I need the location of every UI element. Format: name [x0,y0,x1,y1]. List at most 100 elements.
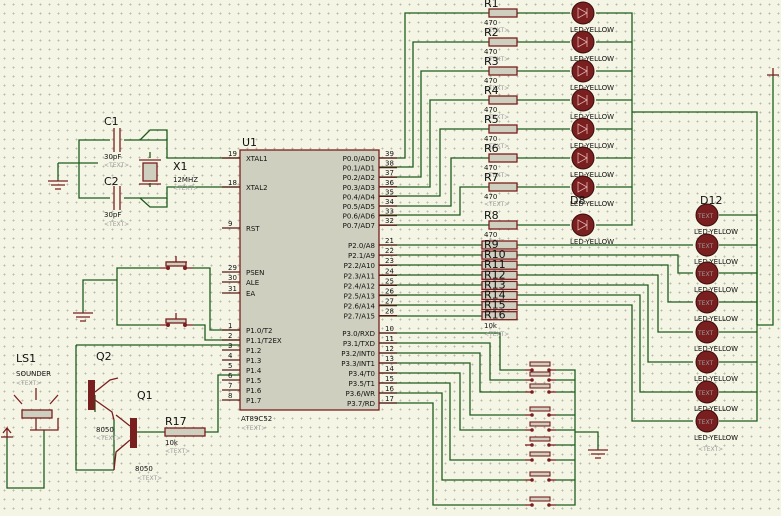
pin-label: P1.0/T2 [246,327,272,335]
pin-label: EA [246,290,255,298]
resistor-ref: R6 [484,142,499,155]
led-bank1-item[interactable]: LED-YELLOW [570,175,614,208]
led-bank1-item[interactable]: LED-YELLOW [570,1,614,34]
key-button[interactable] [525,383,556,394]
pin-number: 25 [385,277,394,285]
resistor-value: 470 [484,48,497,56]
resistor-r13[interactable]: R13 [481,278,518,291]
sounder-text: <TEXT> [16,380,41,387]
sounder-ls1[interactable]: LS1 SOUNDER <TEXT> [13,352,59,431]
resistor-r16[interactable]: R16 [481,309,518,322]
resistor-r10[interactable]: R10 [481,248,518,261]
pin-label: ALE [246,279,259,287]
resistor-r14[interactable]: R14 [481,289,518,302]
led-label: LED-YELLOW [570,200,614,208]
resistor-r12[interactable]: R12 [481,268,518,281]
capacitor-c2[interactable]: C2 30pF <TEXT> [104,175,129,228]
resistor-r17[interactable]: R17 10k <TEXT> [164,415,206,455]
pin-number: 38 [385,160,394,168]
mcu-pin-2[interactable]: 2P1.1/T2EX [222,332,282,345]
key-button[interactable] [525,496,556,507]
mcu-pin-6[interactable]: 6P1.5 [222,372,261,385]
key-button[interactable] [525,421,556,432]
mcu-pin-3[interactable]: 3P1.2 [222,342,261,355]
led-bank1-item[interactable]: LED-YELLOW [570,88,614,121]
resistor-r11[interactable]: R11 [481,258,518,271]
key-button[interactable] [525,361,556,372]
pin-number: 19 [228,150,237,158]
mcu-pin-5[interactable]: 5P1.4 [222,362,262,375]
crystal-x1[interactable]: X1 12MHZ <TEXT> [139,159,198,192]
mcu-pin-4[interactable]: 4P1.3 [222,352,261,365]
transistor-q2[interactable]: Q2 8050 <TEXT> [88,350,121,442]
mcu-pin-7[interactable]: 7P1.6 [222,382,262,395]
resistor-r9[interactable]: R9 [481,238,518,251]
key-button[interactable] [525,406,556,417]
led-bank1-item[interactable]: LED-YELLOW [570,117,614,150]
key-button[interactable] [525,471,556,482]
led-bank1-item[interactable]: LED-YELLOW [570,59,614,92]
led-bank1-item[interactable]: LED-YELLOW [570,213,614,246]
button-p1-1[interactable] [160,313,193,327]
key-button[interactable] [525,436,556,447]
resistor-r15[interactable]: R15 [481,299,518,312]
capacitor-c1[interactable]: C1 30pF <TEXT> [104,115,129,169]
pin-number: 26 [385,288,394,296]
mcu-chip[interactable]: U1 AT89C52 <TEXT> 19XTAL118XTAL29RST29PS… [222,136,397,432]
mcu-pin-1[interactable]: 1P1.0/T2 [222,322,272,335]
crystal-text: <TEXT> [173,185,198,192]
mcu-pin-8[interactable]: 8P1.7 [222,392,261,405]
led-bank1-item[interactable]: LED-YELLOW [570,30,614,63]
led-bank1-item[interactable]: LED-YELLOW [570,146,614,179]
transistor-q1[interactable]: Q1 8050 <TEXT> [113,389,162,482]
key-button[interactable] [525,371,556,382]
button-p1-0[interactable] [160,256,193,270]
key-button[interactable] [525,451,556,462]
